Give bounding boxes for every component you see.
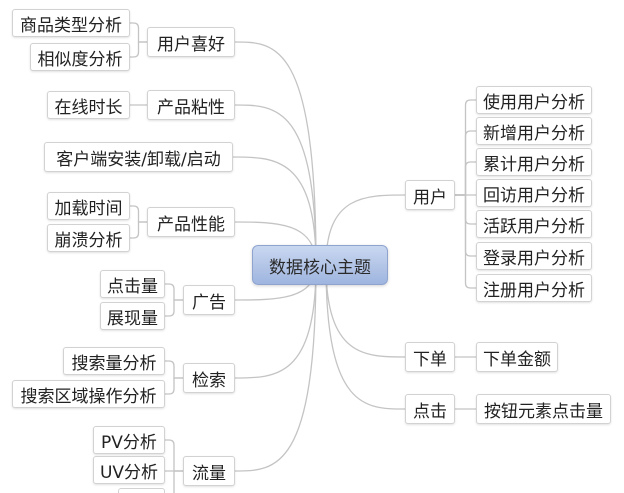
child-connector (455, 161, 476, 196)
subtopic-load-time: 加载时间 (47, 192, 130, 220)
subtopic-click-count: 点击量 (100, 270, 165, 298)
topic-user-preference: 用户喜好 (147, 27, 235, 57)
subtopic-registered-user-analysis: 注册用户分析 (476, 274, 592, 302)
branch-connector (232, 156, 317, 266)
subtopic-similarity-analysis: 相似度分析 (30, 43, 130, 71)
topic-clicks: 点击 (405, 394, 455, 424)
subtopic-cut-off (118, 488, 165, 493)
subtopic-uv-analysis: UV分析 (93, 456, 165, 484)
topic-product-stickiness: 产品粘性 (147, 90, 235, 120)
subtopic-returning-user-analysis: 回访用户分析 (476, 179, 592, 207)
branch-connector (234, 264, 317, 472)
subtopic-product-type-analysis: 商品类型分析 (12, 9, 130, 37)
subtopic-using-user-analysis: 使用用户分析 (476, 86, 592, 114)
subtopic-search-volume-analysis: 搜索量分析 (63, 347, 165, 375)
topic-client-install-uninstall-launch: 客户端安装/卸载/启动 (44, 142, 233, 172)
child-connector (165, 299, 183, 317)
child-connector (173, 470, 183, 493)
child-connector (130, 22, 147, 43)
subtopic-cumulative-user-analysis: 累计用户分析 (476, 148, 592, 176)
branch-connector (234, 264, 317, 379)
subtopic-pv-analysis: PV分析 (93, 426, 165, 454)
child-connector (455, 130, 476, 196)
central-topic: 数据核心主题 (252, 245, 388, 285)
subtopic-crash-analysis: 崩溃分析 (47, 224, 130, 252)
subtopic-search-area-operation-analysis: 搜索区域操作分析 (12, 380, 165, 408)
branch-connector (325, 194, 406, 266)
child-connector (130, 205, 147, 223)
topic-orders: 下单 (405, 342, 455, 372)
topic-advertising: 广告 (183, 285, 235, 315)
child-connector (455, 99, 476, 196)
child-connector (165, 439, 183, 472)
child-connector (130, 221, 147, 239)
child-connector (165, 360, 183, 379)
subtopic-impression-count: 展现量 (100, 302, 165, 330)
branch-connector (234, 104, 317, 266)
subtopic-online-duration: 在线时长 (47, 91, 130, 119)
branch-connector (325, 264, 406, 358)
topic-product-performance: 产品性能 (147, 207, 235, 237)
subtopic-order-amount: 下单金额 (476, 342, 558, 372)
child-connector (130, 41, 147, 58)
branch-connector (234, 41, 317, 266)
child-connector (165, 377, 183, 395)
subtopic-active-user-analysis: 活跃用户分析 (476, 210, 592, 238)
child-connector (455, 194, 476, 289)
branch-connector (325, 264, 406, 410)
subtopic-login-user-analysis: 登录用户分析 (476, 242, 592, 270)
topic-traffic: 流量 (183, 456, 235, 486)
subtopic-new-user-analysis: 新增用户分析 (476, 117, 592, 145)
topic-search: 检索 (183, 363, 235, 393)
subtopic-button-element-click-count: 按钮元素点击量 (476, 394, 611, 424)
topic-users: 用户 (405, 180, 455, 210)
child-connector (165, 283, 183, 301)
